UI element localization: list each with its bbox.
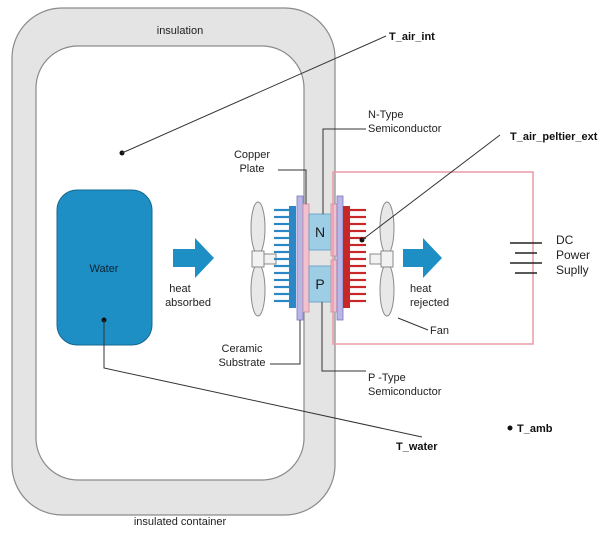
- copper-plate-leader: [278, 169, 307, 204]
- t-air-int-leader: [121, 35, 387, 154]
- copper-plate-hot-top: [330, 203, 338, 257]
- dc-label-1: DC: [556, 233, 574, 247]
- t-water-label: T_water: [396, 441, 438, 453]
- fan-label: Fan: [430, 325, 449, 337]
- copper-plate-hot-bottom: [330, 259, 338, 313]
- t-air-int-label: T_air_int: [389, 31, 435, 43]
- cold-heat-sink: [274, 206, 296, 308]
- insulated-container-label: insulated container: [134, 516, 227, 528]
- hot-heat-sink: [343, 206, 366, 308]
- heat-absorbed-label-2: absorbed: [165, 297, 211, 309]
- p-letter: P: [315, 276, 324, 292]
- cold-fan-blade-bottom: [250, 263, 266, 317]
- hot-fan-blade-top: [379, 201, 395, 255]
- ceramic-label-2: Substrate: [218, 357, 265, 369]
- hot-fan: [369, 201, 395, 317]
- n-type-label-1: N-Type: [368, 109, 403, 121]
- copper-plate-label-1: Copper: [234, 149, 270, 161]
- cold-fan-blade-top: [250, 201, 266, 255]
- dc-label-3: Suplly: [556, 263, 589, 277]
- fan-leader: [397, 317, 429, 331]
- t-amb-label: T_amb: [517, 423, 553, 435]
- ceramic-substrate-hot: [336, 195, 344, 321]
- hot-fan-blade-bottom: [379, 263, 395, 317]
- p-type-label-2: Semiconductor: [368, 386, 442, 398]
- hot-fan-hub: [380, 250, 394, 268]
- dc-power-supply-symbol: [510, 242, 542, 274]
- t-air-peltier-ext-label: T_air_peltier_ext: [510, 131, 598, 143]
- water-label: Water: [90, 263, 119, 275]
- peltier-box: [332, 171, 534, 345]
- insulation-wall: [11, 7, 336, 516]
- hot-fan-motor: [369, 253, 382, 265]
- cold-fan-hub: [251, 250, 265, 268]
- cold-fan: [250, 201, 277, 317]
- ceramic-substrate-cold: [296, 195, 304, 321]
- heat-rejected-label-2: rejected: [410, 297, 449, 309]
- ceramic-leader: [270, 320, 301, 365]
- p-type-leader: [321, 302, 366, 372]
- t-air-peltier-ext-leader: [361, 134, 501, 241]
- n-letter: N: [315, 224, 325, 240]
- ceramic-label-1: Ceramic: [222, 343, 263, 355]
- hot-heat-sink-base: [343, 206, 350, 308]
- heat-absorbed-arrow: [173, 238, 214, 278]
- insulation-label: insulation: [157, 25, 203, 37]
- copper-plate-label-2: Plate: [239, 163, 264, 175]
- p-type-label-1: P -Type: [368, 372, 406, 384]
- heat-rejected-label-1: heat: [410, 283, 431, 295]
- n-type-leader: [322, 128, 366, 214]
- t-amb-dot: [507, 425, 513, 431]
- dc-label-2: Power: [556, 248, 590, 262]
- cold-heat-sink-base: [289, 206, 296, 308]
- copper-plate-cold: [302, 203, 310, 313]
- n-type-label-2: Semiconductor: [368, 123, 442, 135]
- heat-absorbed-label-1: heat: [169, 283, 190, 295]
- heat-rejected-arrow: [403, 238, 442, 278]
- t-water-leader: [103, 320, 423, 438]
